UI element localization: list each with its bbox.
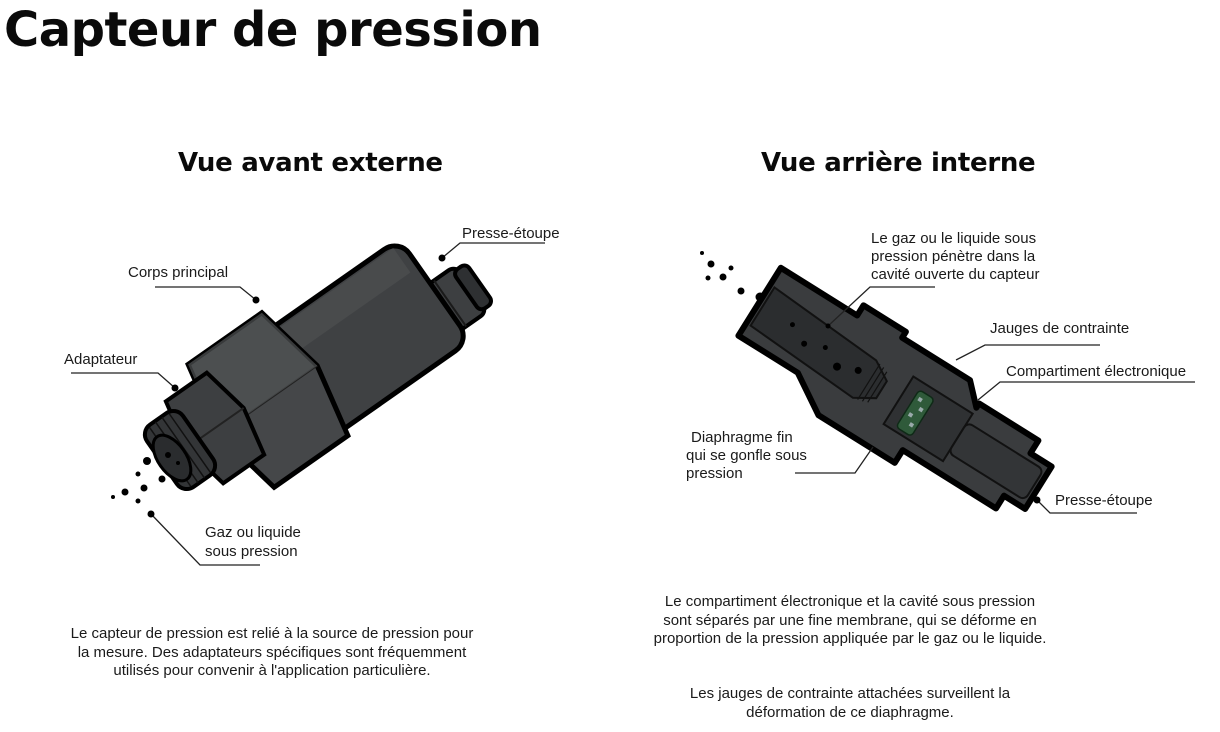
label-cavity-line3: cavité ouverte du capteur [871, 266, 1040, 283]
label-adapter: Adaptateur [64, 351, 138, 368]
label-diaphragm-line3: pression [686, 465, 743, 482]
label-pressurized-fluid-line1: Gaz ou liquide [205, 524, 301, 541]
internal-sensor-cutaway-illustration [700, 251, 1195, 514]
heading-internal-rear-view: Vue arrière interne [761, 148, 1036, 178]
label-cavity-line1: Le gaz ou le liquide sous [871, 230, 1037, 247]
label-pressurized-fluid-line2: sous pression [205, 543, 298, 560]
label-electronics-compartment: Compartiment électronique [1006, 363, 1187, 380]
page-title: Capteur de pression [4, 2, 542, 58]
label-cable-gland-front: Presse-étoupe [462, 225, 560, 242]
description-internal-p1: Le compartiment électronique et la cavit… [653, 593, 1047, 647]
label-main-body: Corps principal [128, 264, 229, 281]
heading-external-front-view: Vue avant externe [178, 148, 443, 178]
description-external: Le capteur de pression est relié à la so… [70, 625, 474, 679]
label-cavity-line2: pression pénètre dans la [871, 248, 1036, 265]
description-internal-p2: Les jauges de contrainte attachées surve… [689, 685, 1011, 721]
label-strain-gauges: Jauges de contrainte [990, 320, 1130, 337]
label-diaphragm-line1: Diaphragme fin [691, 429, 793, 446]
label-diaphragm-line2: qui se gonfle sous [686, 447, 807, 464]
label-cable-gland-rear: Presse-étoupe [1055, 492, 1153, 509]
external-sensor-illustration [71, 242, 545, 566]
